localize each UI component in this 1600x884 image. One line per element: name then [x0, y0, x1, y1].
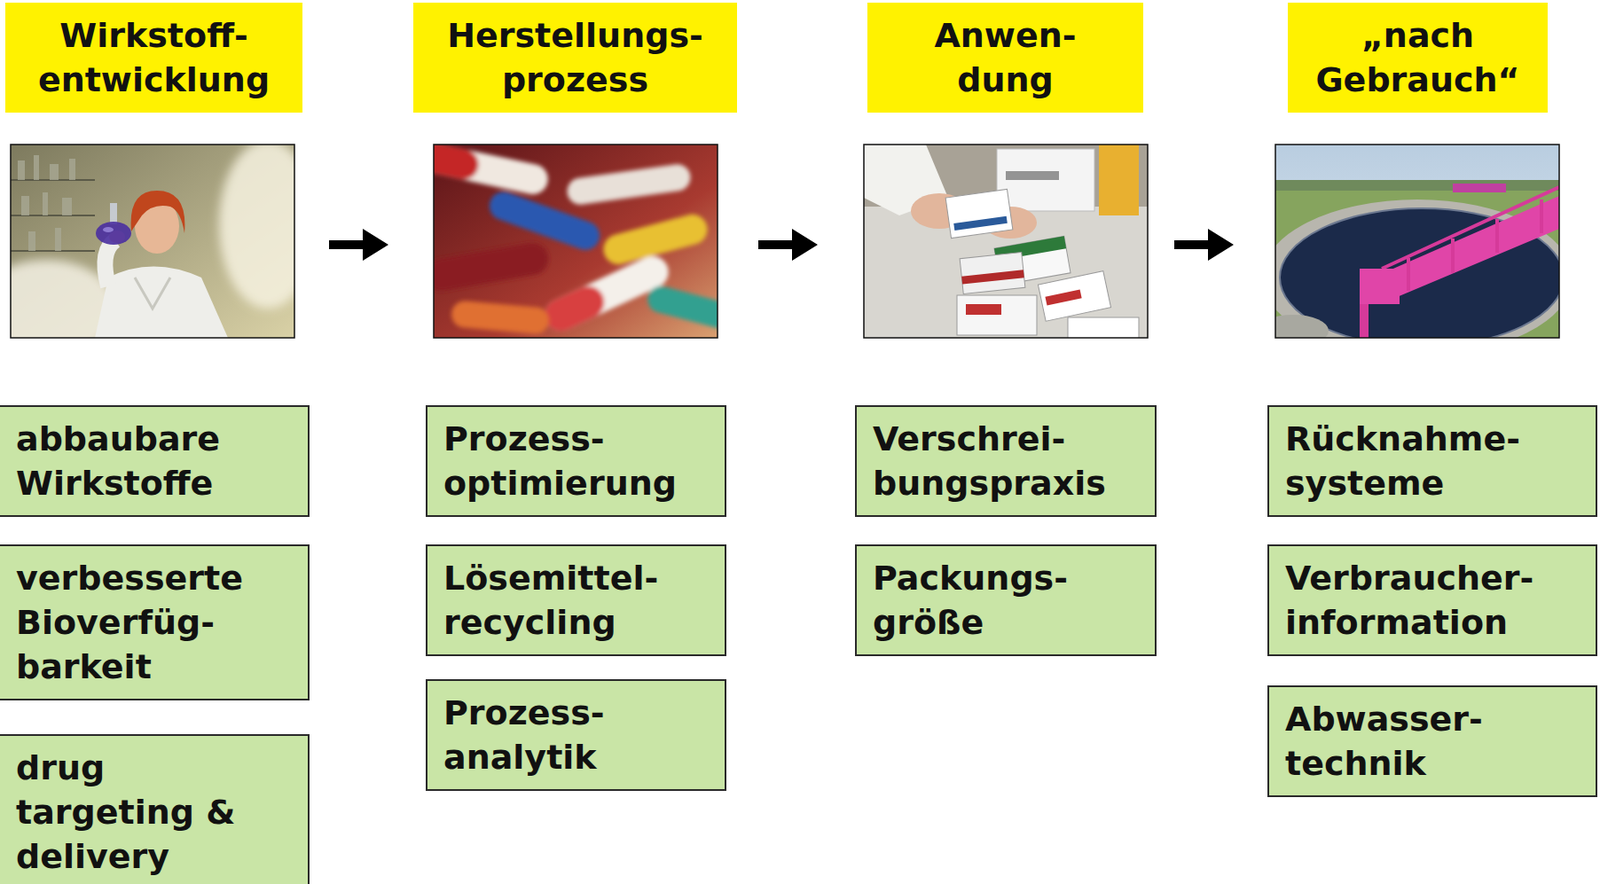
measure-box: Rücknahme- systeme: [1267, 405, 1598, 518]
stage-header: Anwen- dung: [867, 2, 1144, 113]
measure-box: abbaubare Wirkstoffe: [0, 405, 310, 518]
measure-label: Prozess- analytik: [443, 690, 716, 780]
measure-label: Verbraucher- information: [1285, 556, 1587, 645]
measure-label: Lösemittel- recycling: [443, 556, 716, 645]
stage-header: Herstellungs- prozess: [413, 2, 738, 113]
stage-title: „nach Gebrauch“: [1298, 13, 1538, 102]
measure-box: Prozess- analytik: [425, 679, 727, 792]
measure-box: Verschrei- bungspraxis: [854, 405, 1157, 518]
stage-header: „nach Gebrauch“: [1287, 2, 1548, 113]
measure-box: Abwasser- technik: [1267, 685, 1598, 798]
flow-arrow: [1174, 228, 1234, 261]
measure-box: Packungs- größe: [854, 544, 1157, 657]
flow-arrow: [758, 228, 818, 261]
lab-photo: [0, 140, 317, 358]
stage-title: Herstellungs- prozess: [424, 13, 727, 102]
measure-box: verbesserte Bioverfüg- barkeit: [0, 544, 310, 701]
measure-label: verbesserte Bioverfüg- barkeit: [15, 556, 269, 690]
stage-header: Wirkstoff- entwicklung: [5, 2, 303, 113]
measure-label: Prozess- optimierung: [443, 416, 716, 506]
stage-title: Anwen- dung: [908, 13, 1104, 102]
flow-arrow: [329, 228, 389, 261]
measure-box: Verbraucher- information: [1267, 544, 1598, 657]
pharmacy-photo: [863, 144, 1148, 345]
measure-box: Lösemittel- recycling: [425, 544, 727, 657]
stage-title: Wirkstoff- entwicklung: [21, 13, 288, 102]
measure-label: Verschrei- bungspraxis: [872, 416, 1146, 506]
measure-label: Packungs- größe: [872, 556, 1146, 645]
measure-label: Rücknahme- systeme: [1285, 416, 1587, 506]
measure-label: abbaubare Wirkstoffe: [15, 416, 269, 506]
measure-box: Prozess- optimierung: [425, 405, 727, 518]
measure-label: drug targeting & delivery: [15, 745, 269, 879]
measure-label: Abwasser- technik: [1285, 697, 1587, 786]
sewage-plant-photo: [1257, 144, 1573, 356]
capsules-photo: [414, 140, 746, 338]
measure-box: drug targeting & delivery: [0, 734, 310, 884]
